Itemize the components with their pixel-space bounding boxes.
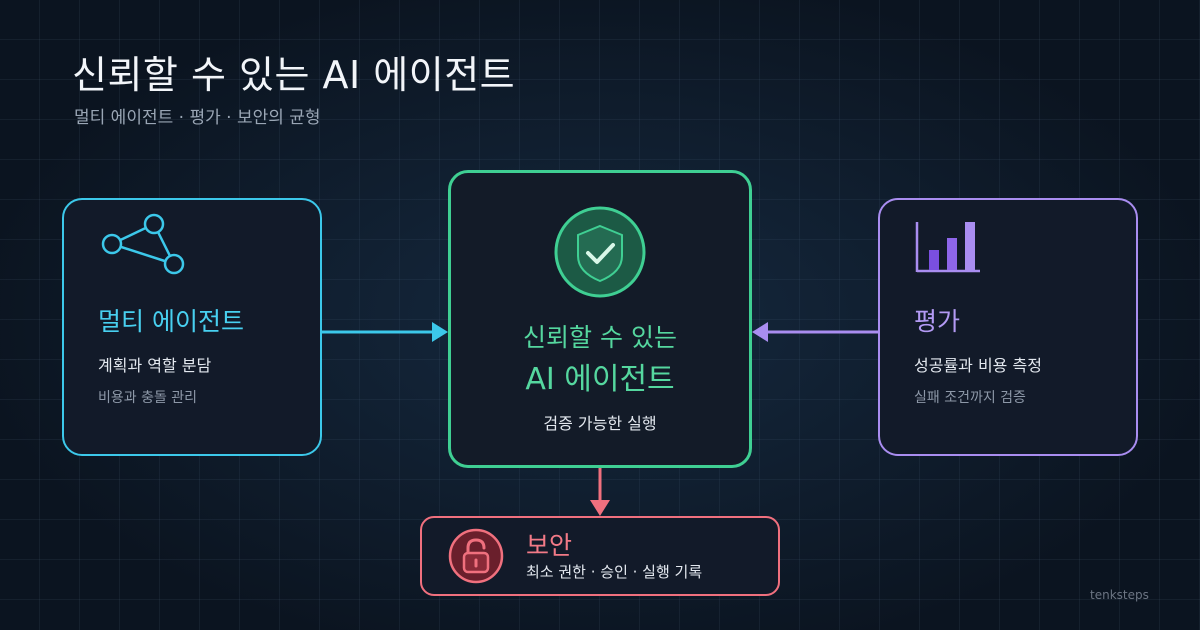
arrow-evaluation-to-center	[752, 322, 878, 342]
arrow-center-to-security	[590, 468, 610, 516]
evaluation-card	[878, 198, 1138, 456]
evaluation-line2: 실패 조건까지 검증	[914, 390, 1026, 406]
trusted-agent-card	[448, 170, 752, 468]
center-title-line2: AI 에이전트	[525, 362, 675, 397]
shield-check-icon	[554, 206, 646, 298]
multi-agent-line1: 계획과 역할 분담	[98, 356, 212, 375]
page-subtitle: 멀티 에이전트 · 평가 · 보안의 균형	[74, 108, 321, 128]
padlock-icon	[448, 528, 504, 584]
multi-agent-line2: 비용과 충돌 관리	[98, 390, 198, 406]
multi-agent-title: 멀티 에이전트	[98, 307, 244, 336]
security-line1: 최소 권한 · 승인 · 실행 기록	[526, 563, 703, 581]
evaluation-title: 평가	[914, 307, 961, 336]
page-title: 신뢰할 수 있는 AI 에이전트	[72, 53, 516, 97]
network-nodes-icon	[101, 213, 185, 275]
center-line1: 검증 가능한 실행	[543, 414, 657, 433]
security-title: 보안	[526, 531, 573, 560]
multi-agent-card	[62, 198, 322, 456]
bar-chart-icon	[915, 222, 980, 273]
center-title-line1: 신뢰할 수 있는	[523, 323, 677, 352]
evaluation-line1: 성공률과 비용 측정	[914, 356, 1042, 375]
arrow-multi-agent-to-center	[322, 322, 448, 342]
watermark: tenksteps	[1090, 588, 1149, 602]
